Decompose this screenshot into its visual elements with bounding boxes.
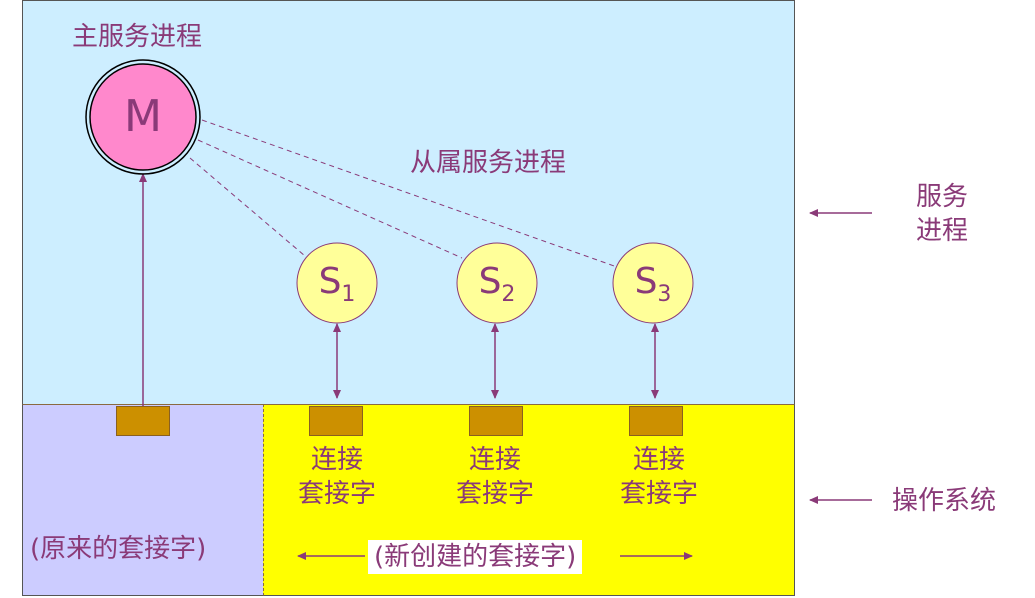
- service-process-side-label: 服务 进程: [915, 182, 968, 246]
- master-to-s3-line: [201, 119, 618, 268]
- connection-socket-label-3: 连接 套接字: [619, 445, 698, 509]
- slave-process-node-2: [456, 242, 538, 324]
- slave-index: 1: [341, 282, 356, 307]
- connection-socket-3: [629, 406, 683, 436]
- slave-node-label-1: S1: [297, 260, 377, 317]
- original-socket: [116, 406, 170, 436]
- master-node-label: M: [124, 91, 162, 142]
- master-process-circle: [89, 63, 197, 171]
- os-original-socket-region: [22, 404, 265, 596]
- new-sockets-label: (新创建的套接字): [368, 540, 583, 574]
- slave-index: 3: [657, 282, 672, 307]
- connection-socket-label-2: 连接 套接字: [455, 445, 534, 509]
- master-to-s2-line: [197, 139, 463, 259]
- slave-process-node-1: [296, 242, 378, 324]
- main-process-label: 主服务进程: [72, 22, 203, 52]
- master-process-node: [85, 59, 201, 175]
- operating-system-side-label: 操作系统: [892, 486, 997, 516]
- slave-letter: S: [318, 261, 342, 302]
- slave-index: 2: [501, 282, 516, 307]
- connection-socket-1: [309, 406, 363, 436]
- slave-node-label-2: S2: [457, 260, 537, 317]
- connection-socket-2: [469, 406, 523, 436]
- connection-socket-label-1: 连接 套接字: [297, 445, 376, 509]
- slave-node-label-3: S3: [613, 260, 693, 317]
- original-socket-label: (原来的套接字): [30, 534, 207, 564]
- slave-process-node-3: [612, 242, 694, 324]
- slave-letter: S: [478, 261, 502, 302]
- slave-letter: S: [634, 261, 658, 302]
- master-to-s1-line: [189, 157, 306, 257]
- slave-process-label: 从属服务进程: [410, 148, 567, 178]
